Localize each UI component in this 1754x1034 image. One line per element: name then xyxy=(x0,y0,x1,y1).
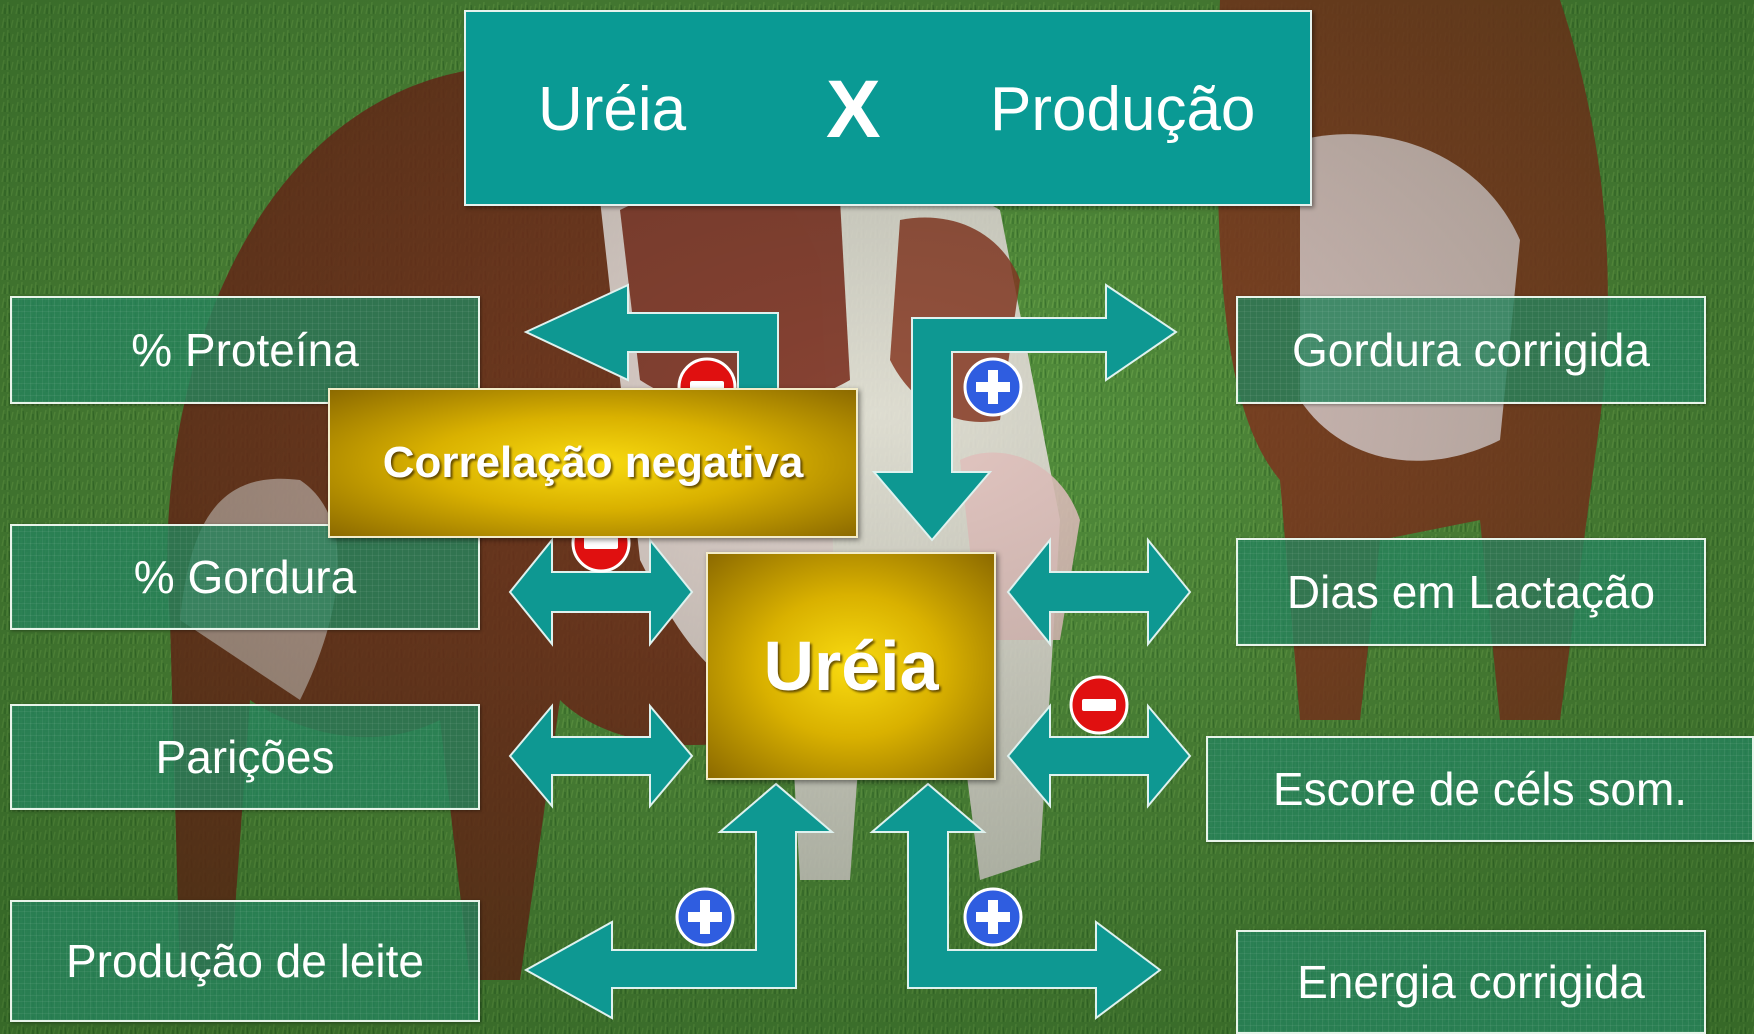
plus-icon xyxy=(963,357,1023,417)
plus-icon xyxy=(675,887,735,947)
box-energia-corrigida: Energia corrigida xyxy=(1236,930,1706,1034)
arrow-to-dias-lactacao xyxy=(1006,537,1192,647)
plus-icon xyxy=(963,887,1023,947)
box-proteina: % Proteína xyxy=(10,296,480,404)
box-producao-leite: Produção de leite xyxy=(10,900,480,1022)
box-escore-cels: Escore de céls som. xyxy=(1206,736,1754,842)
box-dias-lactacao: Dias em Lactação xyxy=(1236,538,1706,646)
title-x: X xyxy=(826,64,881,155)
title-right: Produção xyxy=(990,75,1256,144)
title-box: Uréia X Produção xyxy=(464,10,1312,206)
arrow-to-escore xyxy=(1006,703,1192,809)
arrow-to-gordura-corrigida xyxy=(871,283,1178,542)
box-gordura-corrigida: Gordura corrigida xyxy=(1236,296,1706,404)
arrow-to-paricoes xyxy=(508,703,694,809)
box-gordura: % Gordura xyxy=(10,524,480,630)
box-paricoes: Parições xyxy=(10,704,480,810)
arrow-to-producao-leite xyxy=(523,782,835,1020)
negative-correlation-callout: Correlação negativa xyxy=(328,388,858,538)
arrow-to-energia-corrigida xyxy=(869,782,1162,1020)
minus-icon xyxy=(1069,675,1129,735)
title-left: Uréia xyxy=(538,75,687,144)
center-ureia-box: Uréia xyxy=(706,552,996,780)
arrow-to-gordura xyxy=(508,537,694,647)
